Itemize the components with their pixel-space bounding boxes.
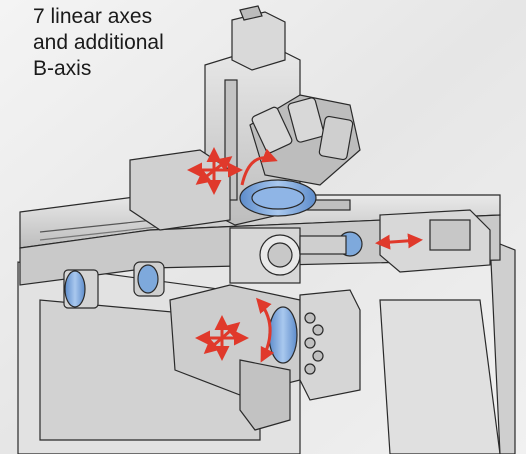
tailstock-icon xyxy=(379,209,491,273)
workpiece-parts xyxy=(63,261,165,309)
caption-line-3: B-axis xyxy=(33,57,92,80)
upper-tool-turret-icon xyxy=(239,94,361,217)
caption-line-1: 7 linear axes xyxy=(33,5,153,28)
caption-line-2: and additional xyxy=(33,31,164,54)
spindle-icon xyxy=(229,227,363,284)
caption-text: 7 linear axes and additional B-axis xyxy=(33,4,233,82)
b-axis-rotation-arrow-icon xyxy=(240,148,278,363)
axis-arrows-icon xyxy=(187,147,423,361)
